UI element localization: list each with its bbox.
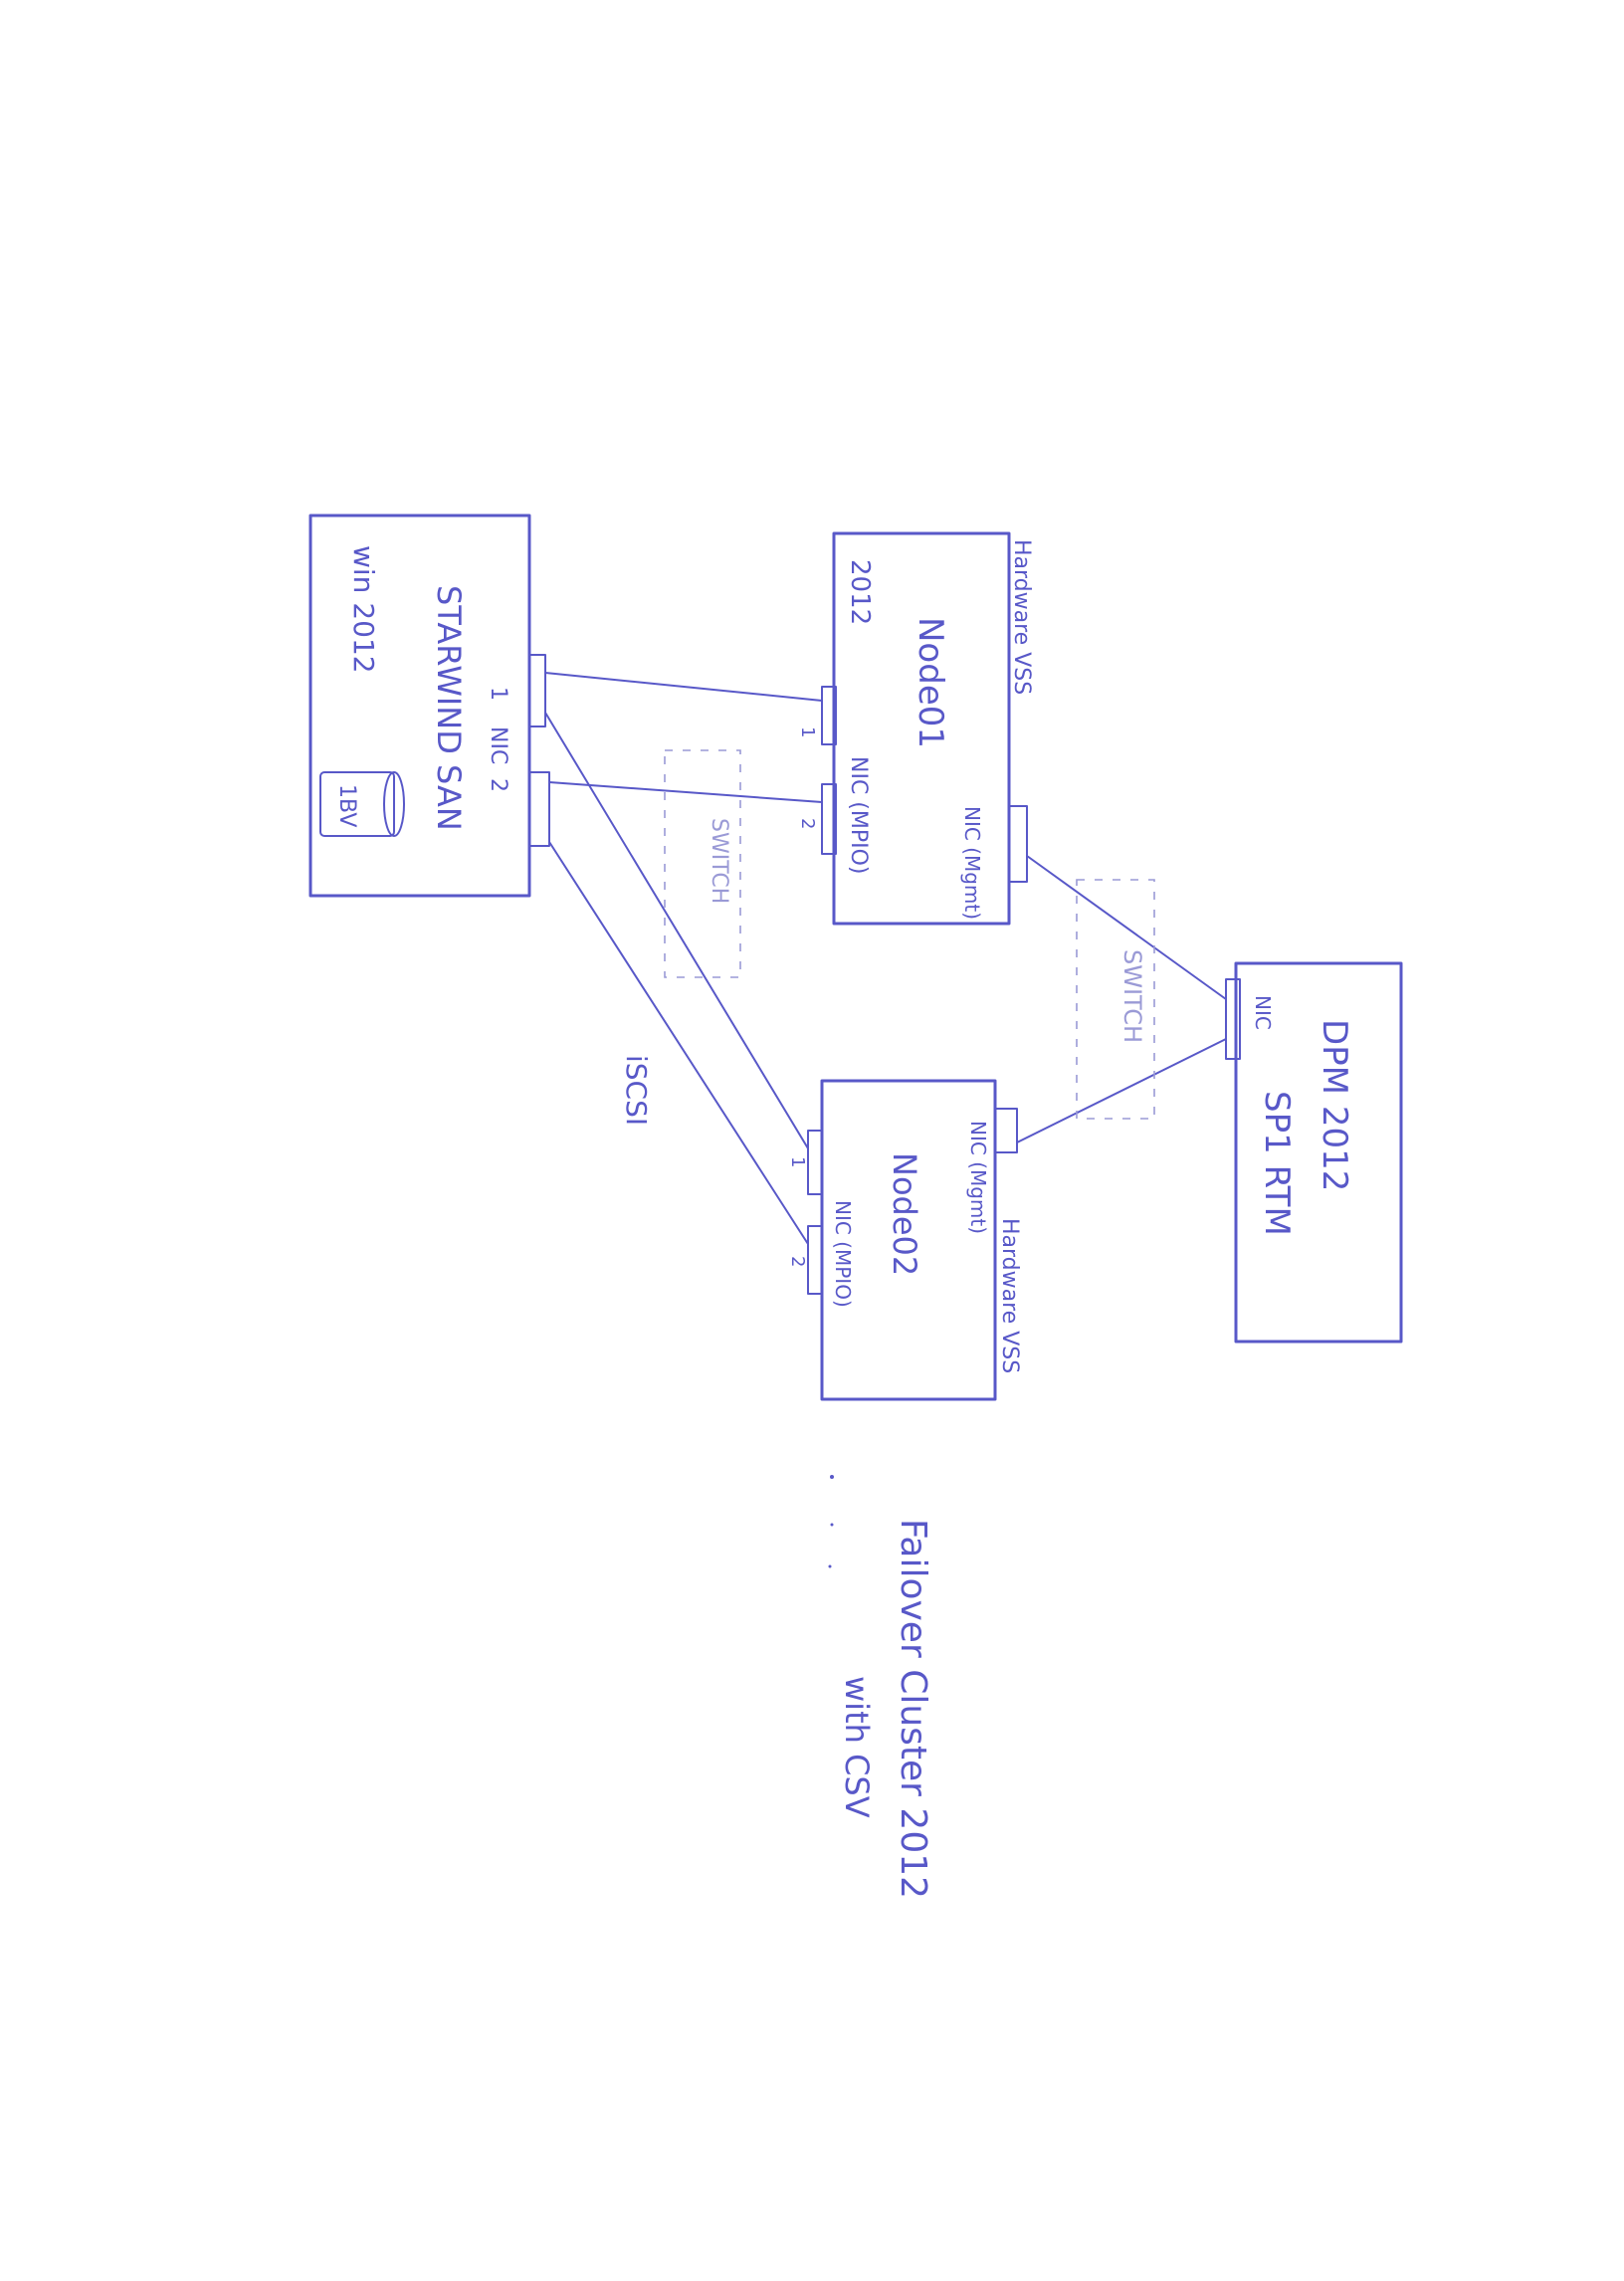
san-nic2-port bbox=[528, 771, 550, 847]
disk-label: 1BV bbox=[334, 784, 359, 827]
node02-nic-mpio: NIC (MPIO) bbox=[831, 1200, 855, 1308]
link-san-nic2-node02 bbox=[548, 841, 809, 1245]
node01-name: Node01 bbox=[911, 617, 950, 748]
node02-box: Node02 Hardware VSS NIC (Mgmt) NIC (MPIO… bbox=[787, 1079, 1022, 1401]
node01-tag: Hardware VSS bbox=[1009, 539, 1034, 695]
iscsi-switch-outline bbox=[664, 749, 741, 978]
iscsi-switch-label: SWITCH bbox=[707, 818, 731, 904]
node02-port1-number: 1 bbox=[787, 1156, 808, 1167]
dpm-title: DPM 2012 bbox=[1315, 1019, 1354, 1191]
ink-dot bbox=[830, 1475, 834, 1479]
node01-nic-mpio: NIC (MPIO) bbox=[846, 756, 871, 875]
node02-tag: Hardware VSS bbox=[997, 1218, 1022, 1373]
san-nic2-number: 2 bbox=[486, 778, 510, 792]
starwind-san-os: win 2012 bbox=[347, 545, 380, 674]
storage-disk-icon: 1BV bbox=[319, 771, 405, 837]
san-nic1-number: 1 bbox=[486, 687, 510, 701]
node01-nic-mgmt: NIC (Mgmt) bbox=[960, 806, 984, 920]
mgmt-switch-label: SWITCH bbox=[1118, 949, 1146, 1043]
caption-line1: Failover Cluster 2012 bbox=[893, 1519, 933, 1899]
node02-port2-number: 2 bbox=[787, 1256, 808, 1267]
san-nic1-port bbox=[528, 654, 546, 727]
node02-port1 bbox=[807, 1130, 823, 1195]
link-san-nic1-node01 bbox=[544, 672, 823, 702]
starwind-san-outline bbox=[308, 514, 531, 898]
node01-os: 2012 bbox=[845, 559, 875, 625]
iscsi-switch: SWITCH bbox=[664, 749, 741, 978]
caption-line2: with CSV bbox=[838, 1676, 876, 1818]
caption: Failover Cluster 2012 with CSV bbox=[828, 1475, 933, 1899]
dpm-nic-label: NIC bbox=[1251, 995, 1275, 1030]
dpm-nic-port bbox=[1225, 978, 1241, 1060]
node01-port1-number: 1 bbox=[797, 726, 818, 737]
node02-name: Node02 bbox=[886, 1152, 923, 1276]
dpm-subtitle: SP1 RTM bbox=[1257, 1091, 1297, 1236]
link-san-nic1-node02 bbox=[544, 712, 809, 1149]
node02-nic-mgmt: NIC (Mgmt) bbox=[966, 1121, 990, 1234]
connection-lines bbox=[544, 672, 1227, 1245]
link-node02-dpm bbox=[1016, 1038, 1227, 1143]
iscsi-label: iSCSI bbox=[620, 1055, 653, 1126]
node01-port2 bbox=[821, 783, 837, 855]
node01-box: Node01 2012 Hardware VSS NIC (Mgmt) NIC … bbox=[797, 531, 1034, 926]
node01-port1 bbox=[821, 686, 837, 745]
starwind-san-name: STARWIND SAN bbox=[430, 585, 468, 831]
starwind-san-box: STARWIND SAN win 2012 1BV 1 NIC 2 bbox=[308, 514, 550, 898]
link-san-nic2-node01 bbox=[548, 781, 823, 803]
mgmt-switch-outline bbox=[1076, 879, 1155, 1120]
link-node01-dpm bbox=[1026, 855, 1227, 1000]
ink-dot bbox=[828, 1564, 832, 1568]
node02-port2 bbox=[807, 1225, 823, 1295]
node01-port2-number: 2 bbox=[797, 818, 818, 829]
node02-mgmt-port bbox=[994, 1108, 1018, 1153]
dpm-box: DPM 2012 SP1 RTM NIC bbox=[1225, 961, 1403, 1344]
node01-outline bbox=[832, 531, 1011, 926]
ink-dot bbox=[830, 1523, 834, 1527]
san-nic-label: NIC bbox=[486, 726, 510, 764]
node01-mgmt-port bbox=[1008, 805, 1028, 883]
dpm-outline bbox=[1234, 961, 1403, 1344]
mgmt-switch: SWITCH bbox=[1076, 879, 1155, 1120]
